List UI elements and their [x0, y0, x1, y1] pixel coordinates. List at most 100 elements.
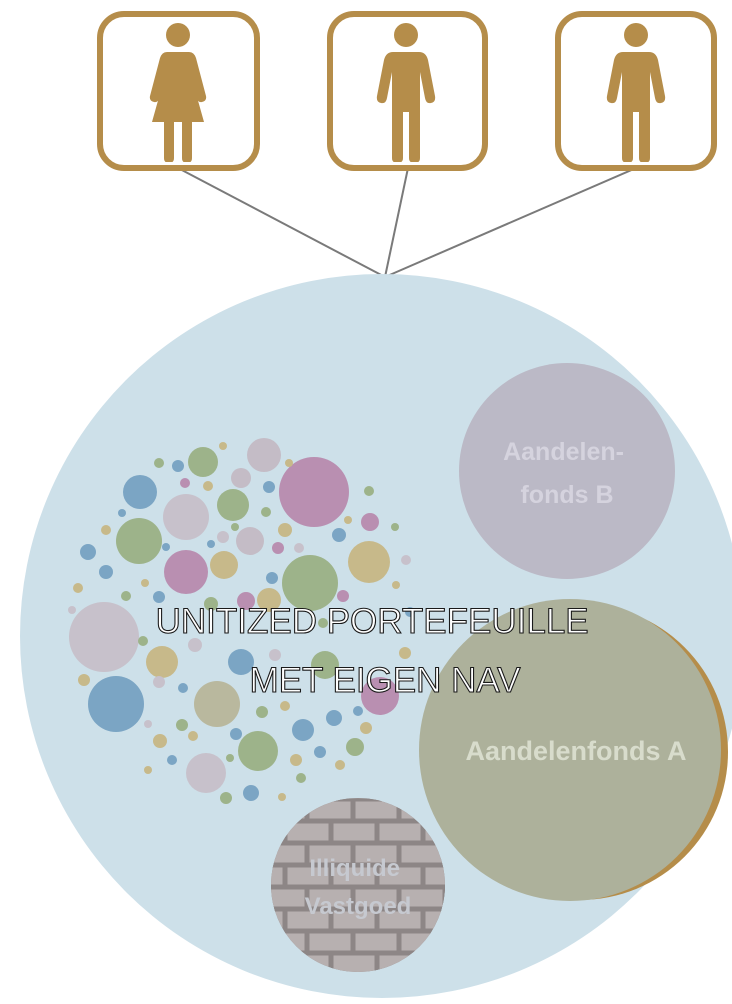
- holding-bubble: [180, 478, 190, 488]
- holding-bubble: [228, 649, 254, 675]
- holding-bubble: [332, 528, 346, 542]
- holding-bubble: [361, 513, 379, 531]
- holding-bubble: [344, 516, 352, 524]
- holding-bubble: [335, 760, 345, 770]
- investor-male-2: [555, 11, 717, 171]
- holding-bubble: [203, 481, 213, 491]
- holding-bubble: [292, 719, 314, 741]
- holding-bubble: [361, 677, 399, 715]
- holding-bubble: [280, 701, 290, 711]
- holding-bubble: [138, 636, 148, 646]
- fund-b-circle: [459, 363, 675, 579]
- fund-a-label: Aandelenfonds A: [465, 736, 686, 766]
- holding-bubble: [73, 583, 83, 593]
- holding-bubble: [236, 527, 264, 555]
- holding-bubble: [153, 591, 165, 603]
- holding-bubble: [80, 544, 96, 560]
- holding-bubble: [243, 785, 259, 801]
- investor-connectors: [177, 167, 637, 278]
- holding-bubble: [116, 518, 162, 564]
- holding-bubble: [186, 753, 226, 793]
- holding-bubble: [231, 523, 239, 531]
- svg-text:UNITIZED PORTEFEUILLE MET: UNITIZED PORTEFEUILLE MET EIGEN NAV: [156, 602, 599, 700]
- holding-bubble: [238, 731, 278, 771]
- holding-bubble: [167, 755, 177, 765]
- illiquid-label: Illiquide: [309, 855, 400, 882]
- connector-line: [177, 167, 386, 278]
- svg-text:Aandelen- fonds B: Aandelen- fonds B: [503, 438, 631, 509]
- investor-female: [97, 11, 260, 171]
- holding-bubble: [101, 525, 111, 535]
- holding-bubble: [296, 773, 306, 783]
- holding-bubble: [231, 468, 251, 488]
- holding-bubble: [261, 507, 271, 517]
- holding-bubble: [278, 523, 292, 537]
- holding-bubble: [172, 460, 184, 472]
- holding-bubble: [311, 651, 339, 679]
- holding-bubble: [194, 681, 240, 727]
- fund-a-circle: [419, 599, 721, 901]
- holding-bubble: [144, 766, 152, 774]
- holding-bubble: [68, 606, 76, 614]
- holding-bubble: [69, 602, 139, 672]
- holding-bubble: [217, 489, 249, 521]
- holding-bubble: [154, 458, 164, 468]
- holding-bubble: [318, 618, 328, 628]
- holding-bubble: [237, 592, 255, 610]
- holding-bubble: [285, 459, 293, 467]
- holding-bubble: [399, 647, 411, 659]
- holding-bubble: [99, 565, 113, 579]
- holding-bubble: [230, 728, 242, 740]
- holding-bubble: [360, 722, 372, 734]
- holding-bubble: [210, 551, 238, 579]
- holding-bubble: [294, 543, 304, 553]
- holding-bubble: [176, 719, 188, 731]
- holding-bubble: [164, 550, 208, 594]
- holding-bubble: [178, 683, 188, 693]
- holding-bubble: [272, 542, 284, 554]
- holding-bubble: [217, 531, 229, 543]
- holding-bubble: [123, 475, 157, 509]
- portfolio-title: MET EIGEN NAV: [250, 661, 522, 700]
- holding-bubble: [163, 494, 209, 540]
- holding-bubble: [88, 676, 144, 732]
- holding-bubble: [257, 588, 281, 612]
- holding-bubble: [153, 676, 165, 688]
- holding-bubble: [314, 746, 326, 758]
- holding-bubble: [290, 754, 302, 766]
- holding-bubble: [226, 754, 234, 762]
- holding-bubble: [204, 597, 218, 611]
- holding-bubble: [144, 720, 152, 728]
- holding-bubble: [207, 540, 215, 548]
- connector-line: [384, 167, 409, 278]
- holding-bubble: [188, 638, 202, 652]
- portfolio-title: UNITIZED PORTEFEUILLE: [156, 602, 589, 641]
- connector-line: [384, 167, 637, 278]
- holding-bubble: [220, 792, 232, 804]
- investor-male-1: [327, 11, 488, 171]
- holding-bubble: [364, 486, 374, 496]
- holding-bubble: [162, 543, 170, 551]
- holding-bubble: [278, 793, 286, 801]
- holding-bubble: [247, 438, 281, 472]
- holding-bubble: [266, 572, 278, 584]
- svg-text:Illiquide Vastgoed: Illiquide Vastgoed: [305, 855, 412, 920]
- holding-bubble: [337, 590, 349, 602]
- holding-bubble: [269, 649, 281, 661]
- holding-bubble: [405, 607, 415, 617]
- fund-b-label: fonds B: [520, 481, 613, 509]
- holding-bubble: [188, 731, 198, 741]
- holding-bubble: [146, 646, 178, 678]
- holding-bubble: [256, 706, 268, 718]
- fund-b-label: Aandelen-: [503, 438, 624, 466]
- holding-bubble: [326, 710, 342, 726]
- holdings-bubble-cluster: [68, 438, 415, 804]
- holding-bubble: [121, 591, 131, 601]
- holding-bubble: [219, 442, 227, 450]
- holding-bubble: [188, 447, 218, 477]
- holding-bubble: [263, 481, 275, 493]
- holding-bubble: [141, 579, 149, 587]
- holding-bubble: [78, 674, 90, 686]
- holding-bubble: [392, 581, 400, 589]
